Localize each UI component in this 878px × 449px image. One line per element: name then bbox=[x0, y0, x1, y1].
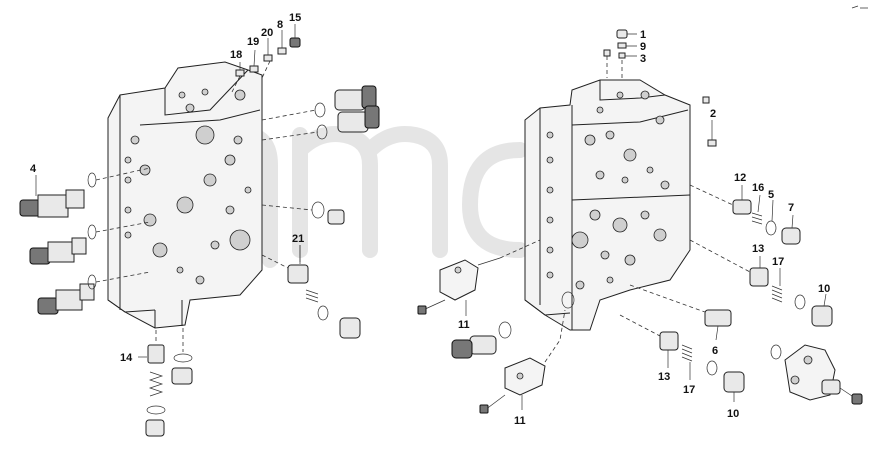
right-valve-block bbox=[524, 79, 691, 331]
pilot-manifold-11-upper bbox=[417, 239, 541, 316]
label-19: 19 bbox=[247, 36, 259, 48]
label-12: 12 bbox=[734, 172, 746, 184]
label-11-lower: 11 bbox=[514, 415, 526, 427]
end-cover-right bbox=[784, 344, 863, 405]
corner-mark bbox=[851, 5, 868, 9]
label-13-lower: 13 bbox=[658, 371, 670, 383]
label-11-upper: 11 bbox=[458, 319, 470, 331]
label-18: 18 bbox=[230, 49, 242, 61]
label-17-upper: 17 bbox=[772, 256, 784, 268]
label-15: 15 bbox=[289, 12, 301, 24]
label-4: 4 bbox=[30, 163, 37, 175]
solenoid-cartridge bbox=[29, 224, 97, 265]
pilot-manifold-11-lower bbox=[451, 291, 575, 414]
label-8: 8 bbox=[277, 19, 283, 31]
label-7: 7 bbox=[788, 202, 794, 214]
small-fittings-top-left bbox=[231, 24, 301, 93]
label-9: 9 bbox=[640, 41, 646, 53]
label-17-lower: 17 bbox=[683, 384, 695, 396]
label-6: 6 bbox=[712, 345, 718, 357]
label-3: 3 bbox=[640, 53, 646, 65]
part-number-labels: 1 9 3 2 12 16 5 7 13 17 10 6 13 17 10 11… bbox=[30, 12, 830, 427]
label-20: 20 bbox=[261, 27, 273, 39]
left-block-side-cartridges bbox=[261, 85, 380, 339]
label-1: 1 bbox=[640, 29, 646, 41]
label-16: 16 bbox=[752, 182, 764, 194]
label-21: 21 bbox=[292, 233, 304, 245]
left-block-ports bbox=[124, 88, 252, 285]
top-fittings-1-9-3 bbox=[603, 29, 717, 147]
label-5: 5 bbox=[768, 189, 774, 201]
label-10-upper: 10 bbox=[818, 283, 830, 295]
leader-lines bbox=[35, 175, 301, 262]
cartridge-set-12-16-5-7 bbox=[689, 184, 801, 245]
solenoid-cartridges-4 bbox=[19, 167, 151, 315]
label-13-upper: 13 bbox=[752, 243, 764, 255]
solenoid-cartridge bbox=[19, 172, 97, 218]
label-10-lower: 10 bbox=[727, 408, 739, 420]
solenoid-cartridge bbox=[37, 274, 97, 315]
label-14: 14 bbox=[120, 352, 133, 364]
left-valve-block bbox=[107, 61, 263, 329]
right-block-ports bbox=[546, 90, 670, 290]
label-2: 2 bbox=[710, 108, 716, 120]
cartridge-set-13-17-10-upper bbox=[689, 239, 833, 327]
cartridge-set-6-13-17-10-lower bbox=[619, 284, 782, 402]
plug-spring-assembly-14 bbox=[138, 328, 193, 437]
